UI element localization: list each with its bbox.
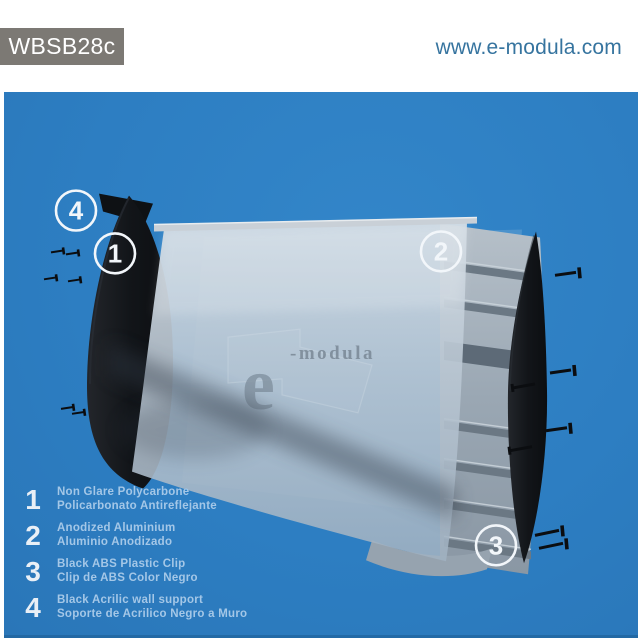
callout-2-circle <box>419 230 463 273</box>
legend-item-4: 4 Black Acrilic wall support Soporte de … <box>19 592 248 623</box>
legend-number: 2 <box>25 520 41 551</box>
exploded-assembly-diagram: e -modula <box>43 189 582 577</box>
legend-name-es: Aluminio Anodizado <box>57 535 173 548</box>
screw-icon <box>43 274 59 282</box>
screw-icon <box>554 267 582 279</box>
screw-icon <box>60 403 76 412</box>
legend-name-es: Policarbonato Antireflejante <box>57 499 217 512</box>
legend-name-es: Clip de ABS Color Negro <box>57 571 198 584</box>
callout-3-number: 3 <box>489 532 503 560</box>
callout-1-circle <box>93 232 137 275</box>
screw-icon <box>538 538 569 550</box>
watermark-logo: e -modula <box>227 328 375 425</box>
callout-1-number: 1 <box>108 240 122 268</box>
callout-badges <box>54 189 518 567</box>
watermark-text: -modula <box>290 343 375 364</box>
callout-2-number: 2 <box>434 238 448 266</box>
product-diagram-stage: e -modula <box>4 92 638 638</box>
stage-bottom-edge <box>4 635 638 638</box>
legend-name-en: Black ABS Plastic Clip <box>57 558 186 570</box>
screw-icon <box>71 408 87 416</box>
legend-name-en: Black Acrilic wall support <box>57 594 204 606</box>
screw-icon <box>549 364 577 377</box>
screw-icon <box>65 249 81 257</box>
legend-item-1: 1 Non Glare Polycarbone Policarbonato An… <box>19 484 247 515</box>
legend-number: 1 <box>25 484 41 515</box>
screw-icon <box>67 276 83 284</box>
page-header: WBSB28c www.e-modula.com <box>0 0 642 92</box>
legend-name-es: Soporte de Acrilico Negro a Muro <box>57 607 248 620</box>
legend-item-3: 3 Black ABS Plastic Clip Clip de ABS Col… <box>19 556 247 587</box>
wall-support-right-part <box>507 231 548 564</box>
callout-3-circle <box>474 524 518 567</box>
mounting-screws-left <box>43 247 87 416</box>
legend-item-2: 2 Anodized Aluminium Aluminio Anodizado <box>19 520 247 551</box>
model-code-label: WBSB28c <box>8 33 116 59</box>
legend-number: 4 <box>25 592 41 623</box>
website-link[interactable]: www.e-modula.com <box>435 36 622 59</box>
parts-legend: 1 Non Glare Polycarbone Policarbonato An… <box>19 486 247 630</box>
screw-icon <box>50 247 66 255</box>
mounting-screws-right <box>534 267 582 550</box>
legend-number: 3 <box>25 556 41 587</box>
screw-icon <box>534 525 565 537</box>
top-rail-part <box>153 216 478 232</box>
screw-icon <box>545 422 573 434</box>
watermark-letter: e <box>242 343 275 425</box>
callout-4-number: 4 <box>69 198 84 226</box>
polycarbonate-panel-part <box>109 221 467 562</box>
callout-4-circle <box>54 189 98 232</box>
model-code-badge: WBSB28c <box>0 28 124 65</box>
legend-name-en: Anodized Aluminium <box>57 522 176 534</box>
legend-name-en: Non Glare Polycarbone <box>57 486 190 498</box>
